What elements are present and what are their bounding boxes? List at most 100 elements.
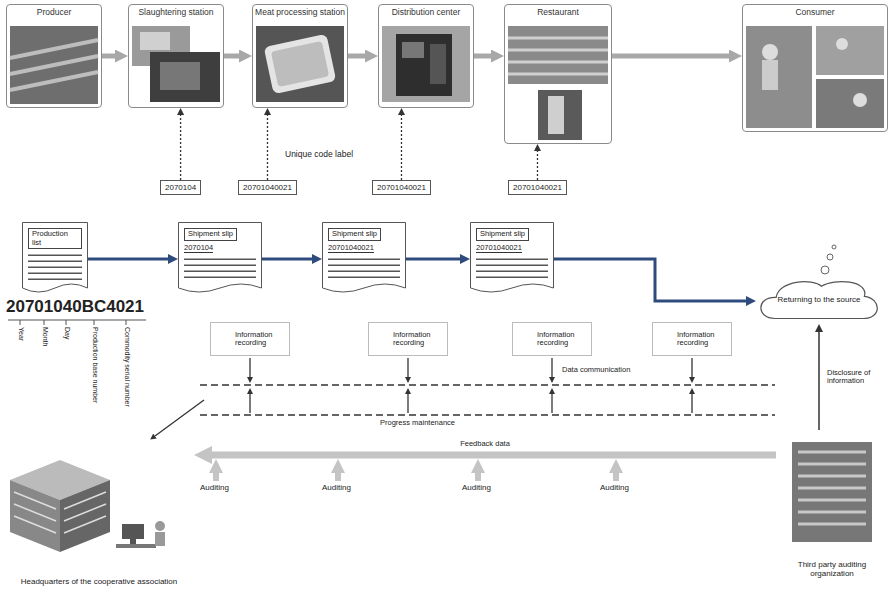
flow-arrow: [212, 452, 776, 459]
distribution-photo: [382, 26, 470, 102]
flow-arrow: [88, 258, 168, 261]
consumer-photo: [853, 93, 867, 107]
flow-arrow: [406, 258, 460, 261]
dashed-channel: [200, 384, 775, 386]
sync-arrow: [155, 358, 692, 436]
text-line: [328, 271, 400, 272]
text-line: [184, 265, 256, 266]
edge-label: Disclosure of information: [825, 368, 891, 387]
annotation: 20701040BC4021: [6, 298, 144, 317]
processing-photo: [271, 41, 329, 87]
flow-arrow: [267, 115, 268, 180]
code-part-label: Production base number: [91, 327, 99, 403]
code-part-label: Month: [41, 327, 49, 346]
text-line: [476, 265, 548, 266]
annotation: Auditing: [200, 484, 229, 493]
organization: Headquarters of the cooperative associat…: [4, 440, 194, 586]
node-text: Restaurant: [507, 8, 609, 17]
stage-box: Meat processing station: [252, 4, 348, 108]
code-part-label: Year: [17, 327, 25, 341]
headquarters-building: [155, 532, 165, 546]
headquarters-building: [155, 521, 165, 531]
text-line: [28, 255, 82, 256]
code-bracket: [8, 320, 146, 321]
node-text: 20701040021: [476, 244, 522, 254]
sync-arrow: [691, 394, 692, 413]
audit-arrow: [613, 473, 619, 481]
consumer-photo: [762, 44, 778, 60]
text-line: [184, 259, 256, 260]
headquarters-building: [130, 539, 136, 544]
dashed-channel: [200, 414, 775, 416]
flow-arrow: [554, 259, 746, 301]
slaughter-photo: [150, 52, 220, 102]
document-outline: [323, 223, 406, 293]
text-line: [328, 277, 400, 278]
annotation: Auditing: [322, 484, 351, 493]
thought-bubbles: [832, 245, 836, 249]
document-outline: [471, 223, 554, 293]
shipment-slip: Shipment slip20701040021: [470, 222, 554, 296]
restaurant-photo: [538, 90, 582, 140]
node-text: Third party auditing organization: [776, 560, 888, 578]
flow-arrow: [102, 54, 115, 59]
node-text: 2070104: [165, 183, 196, 192]
text-line: [184, 271, 256, 272]
document-outline: [179, 223, 262, 293]
sync-arrow: [551, 394, 552, 413]
headquarters-building: [116, 544, 156, 548]
processing-photo: [264, 34, 337, 94]
shipment-slip: Shipment slip2070104: [178, 222, 262, 296]
code-part-label: Day: [63, 327, 71, 339]
audit-arrow: [213, 473, 219, 481]
text-line: [476, 259, 548, 260]
consumer-photo: [746, 26, 884, 128]
thought-bubbles: [821, 245, 836, 274]
code-bracket: [20, 320, 126, 325]
audit-arrow: [335, 473, 341, 481]
node-text: Distribution center: [381, 8, 471, 17]
info-terminal: Information recording: [652, 322, 732, 356]
text-line: [328, 259, 400, 260]
sync-arrow: [551, 358, 552, 377]
headquarters-building: [10, 480, 60, 552]
text-line: [28, 279, 82, 280]
consumer-photo: [746, 26, 812, 128]
node-text: Consumer: [745, 8, 885, 17]
text-line: [28, 267, 82, 268]
code-label: 20701040021: [238, 180, 297, 195]
stage-box: Restaurant: [504, 4, 612, 144]
sync-arrow: [249, 358, 250, 377]
node-text: Information recording: [537, 331, 587, 348]
distribution-photo: [402, 42, 424, 58]
headquarters-building: [10, 460, 165, 552]
flow-arrow: [262, 258, 312, 261]
cloud-bubble: Returning to the source: [756, 278, 882, 324]
annotation: Unique code label: [285, 150, 353, 159]
node-text: Information recording: [235, 331, 285, 348]
info-terminal: Information recording: [512, 322, 592, 356]
cloud-outline: [761, 282, 877, 319]
node-text: Headquarters of the cooperative associat…: [4, 577, 194, 586]
node-text: Producer: [9, 8, 99, 17]
annotation: Progress maintenance: [380, 419, 455, 427]
text-line: [328, 265, 400, 266]
slaughter-photo: [140, 32, 170, 50]
flow-arrow: [224, 54, 239, 59]
info-terminal: Information recording: [368, 322, 448, 356]
stage-box: Producer: [6, 4, 102, 108]
info-terminal: Information recording: [210, 322, 290, 356]
slaughter-photo: [132, 26, 220, 102]
node-text: 20701040021: [377, 183, 426, 192]
sync-arrow: [249, 394, 250, 413]
distribution-photo: [382, 26, 470, 102]
text-line: [476, 277, 548, 278]
sync-arrow: [407, 358, 408, 377]
consumer-photo: [762, 60, 778, 90]
restaurant-photo: [508, 26, 608, 140]
flow-arrow: [474, 54, 491, 59]
flow-arrow: [401, 115, 402, 180]
